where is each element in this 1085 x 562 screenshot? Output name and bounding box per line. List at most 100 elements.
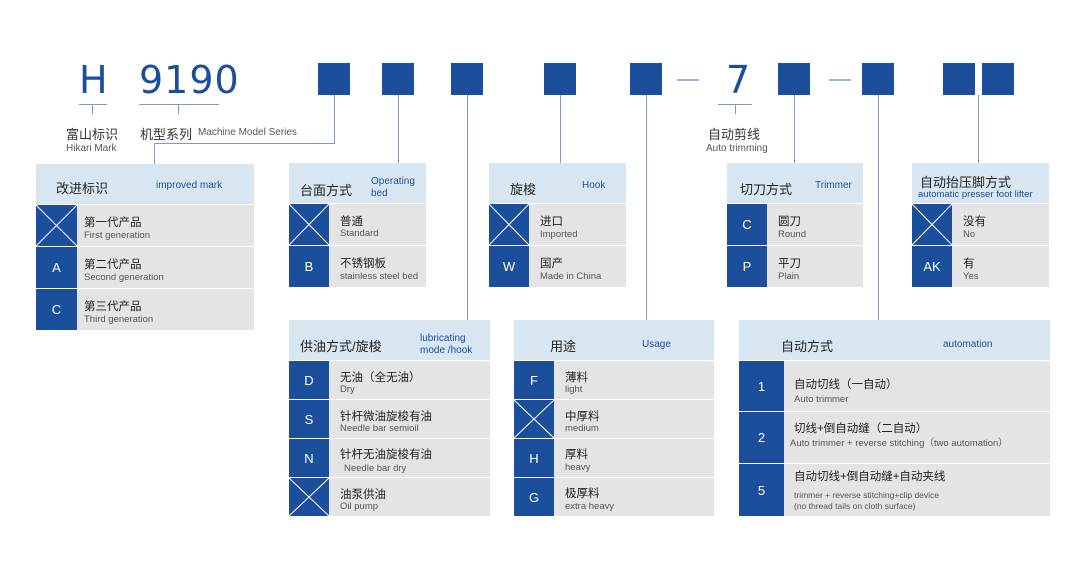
panel-title-cn: 供油方式/旋梭 [300,339,382,354]
row-label-en: Second generation [84,272,164,283]
table-row: A 第二代产品 Second generation [36,247,254,288]
model-number: 9190 [139,58,240,102]
row-code: C [727,204,767,245]
row-label-en: Needle bar semioil [340,423,419,434]
panel-title-en: automation [943,339,993,350]
panel-header: 自动方式 automation [739,320,1050,360]
panel-header: 改进标识 improved mark [36,164,254,204]
row-label-en: Round [778,229,806,240]
panel-operating-bed: 台面方式 Operating bed 普通 Standard B 不锈钢板 st… [289,163,426,287]
row-label-cn: 圆刀 [778,216,801,228]
row-label-cn: 自动切线+倒自动缝+自动夹线 [794,471,946,483]
row-label-cn: 薄料 [565,372,588,384]
code-slot-lifter-2 [982,63,1014,95]
row-label-cn: 中厚料 [565,411,600,423]
row-label-en: stainless steel bed [340,271,419,282]
row-code: 2 [739,412,784,463]
row-label-en: First generation [84,230,151,241]
row-label-en: Dry [340,384,355,395]
panel-header: 供油方式/旋梭 lubricating mode /hook [289,320,490,360]
connector-improved-v [154,143,155,164]
letter-h: H [79,58,108,102]
panel-title-en: bed [371,188,388,199]
row-label-en: Standard [340,228,379,239]
row-label-cn: 极厚料 [565,488,600,500]
panel-title-cn: 自动抬压脚方式 [920,175,1012,190]
table-row: 没有 No [912,204,1049,245]
panel-header: 旋梭 Hook [489,163,626,203]
table-row: 普通 Standard [289,204,426,245]
table-row: G 极厚料 extra heavy [514,478,714,516]
row-label-cn: 平刀 [778,258,801,270]
model-series-en: Machine Model Series [198,127,297,138]
table-row: S 针杆微油旋梭有油 Needle bar semioil [289,400,490,438]
panel-lubrication: 供油方式/旋梭 lubricating mode /hook D 无油（全无油）… [289,320,490,516]
row-label-cn: 有 [963,258,975,270]
row-label-en: No [963,229,976,240]
panel-title-cn: 改进标识 [56,181,109,196]
row-label-cn: 第二代产品 [84,259,142,271]
row-code: 1 [739,361,784,411]
row-label-en: Plain [778,271,800,282]
bracket-model [139,104,219,105]
row-code: A [36,247,77,288]
row-label-cn: 自动切线（一自动） [794,379,898,391]
row-code: C [36,289,77,330]
hikari-mark-en: Hikari Mark [66,143,117,154]
panel-title-cn: 台面方式 [300,183,353,198]
table-row: 1 自动切线（一自动） Auto trimmer [739,361,1050,411]
panel-title-en: Operating [371,176,415,187]
cross-icon [514,400,554,438]
row-label-en: light [565,384,583,395]
table-row: C 第三代产品 Third generation [36,289,254,330]
connector-lifter [978,95,979,163]
cross-icon [289,204,329,245]
row-label-cn: 切线+倒自动缝（二自动） [794,423,928,435]
panel-title-en: Usage [642,339,671,350]
row-label-cn: 国产 [540,258,563,270]
connector-hook [560,95,561,163]
row-label-cn: 厚料 [565,449,588,461]
code-slot-lubrication [451,63,483,95]
bracket-h [79,104,107,105]
row-label-en: Yes [963,271,979,282]
row-code: G [514,478,554,516]
panel-presser-foot-lifter: 自动抬压脚方式 automatic presser foot lifter 没有… [912,163,1049,287]
row-label-en: Third generation [84,314,154,325]
panel-hook: 旋梭 Hook 进口 Imported W 国产 Made in China [489,163,626,287]
model-series-cn: 机型系列 [140,127,193,142]
panel-improved-mark: 改进标识 improved mark 第一代产品 First generatio… [36,164,254,330]
row-label-cn: 没有 [963,216,986,228]
row-label-en: trimmer + reverse stitching+clip device [794,490,940,500]
cross-icon [36,205,77,246]
table-row: W 国产 Made in China [489,246,626,287]
hikari-mark-cn: 富山标识 [66,127,119,142]
table-row: 2 切线+倒自动缝（二自动） Auto trimmer + reverse st… [739,412,1050,463]
connector-automation [878,95,879,320]
table-row: D 无油（全无油） Dry [289,361,490,399]
row-label-cn: 第三代产品 [84,301,142,313]
separator-dash [829,79,851,81]
row-label-cn: 针杆无油旋梭有油 [340,449,432,461]
table-row: 5 自动切线+倒自动缝+自动夹线 trimmer + reverse stitc… [739,464,1050,516]
row-label-cn: 不锈钢板 [340,258,386,270]
panel-usage: 用途 Usage F 薄料 light 中厚料 medium H 厚料 heav… [514,320,714,516]
table-row: 中厚料 medium [514,400,714,438]
code-slot-hook [544,63,576,95]
panel-title-en: automatic presser foot lifter [918,189,1033,200]
bracket-model-stem [178,104,179,114]
table-row: F 薄料 light [514,361,714,399]
code-slot-lifter-1 [943,63,975,95]
code-slot-knife [778,63,810,95]
panel-title-en: Trimmer [815,180,852,191]
connector-knife [794,95,795,163]
table-row: H 厚料 heavy [514,439,714,477]
panel-title-cn: 切刀方式 [740,182,793,197]
row-code: W [489,246,529,287]
table-row: N 针杆无油旋梭有油 Needle bar dry [289,439,490,477]
panel-header: 切刀方式 Trimmer [727,163,863,203]
panel-title-en: improved mark [156,180,223,191]
table-row: B 不锈钢板 stainless steel bed [289,246,426,287]
auto-trim-en: Auto trimming [706,143,768,154]
row-label-en-note: (no thread tails on cloth surface) [794,501,916,511]
